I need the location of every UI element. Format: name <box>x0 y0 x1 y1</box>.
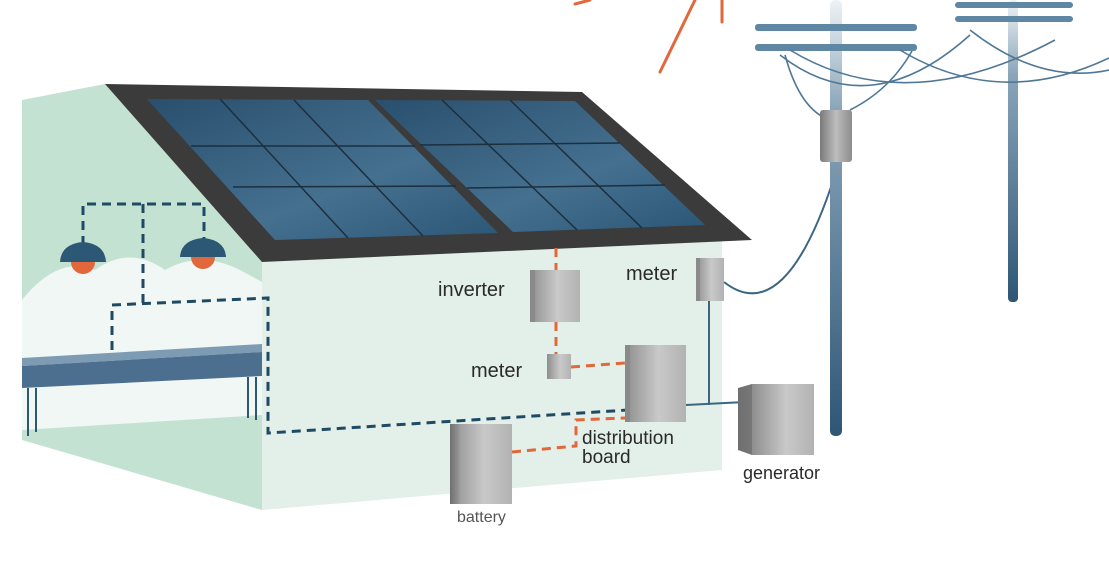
power-lines <box>779 29 1109 121</box>
utility-pole-back <box>955 0 1073 302</box>
label-inverter: inverter <box>438 279 505 301</box>
shelf <box>22 344 262 436</box>
pole-transformer <box>820 110 852 162</box>
label-distribution: distribution <box>582 428 674 449</box>
distribution-board-device <box>625 345 686 422</box>
front-wall <box>262 238 722 510</box>
label-battery: battery <box>457 509 506 526</box>
label-generator: generator <box>743 463 820 483</box>
inverter-device <box>530 270 580 322</box>
label-meter-house: meter <box>471 360 522 382</box>
lamp-wiring <box>81 202 629 435</box>
solar-panel-right <box>375 99 705 232</box>
utility-pole-front <box>755 0 917 436</box>
label-meter-outside: meter <box>626 263 677 285</box>
solar-panel-left <box>147 98 498 240</box>
dc-wiring <box>511 248 626 454</box>
meter-device-outside <box>696 258 724 301</box>
label-board: board <box>582 447 631 468</box>
meter-device-house <box>547 354 571 379</box>
ac-wiring <box>685 174 836 406</box>
battery-device <box>450 424 512 504</box>
pendant-lamp-right <box>180 238 226 269</box>
generator-device <box>738 384 814 455</box>
sun-rays <box>573 0 724 74</box>
pendant-lamp-left <box>60 242 106 274</box>
